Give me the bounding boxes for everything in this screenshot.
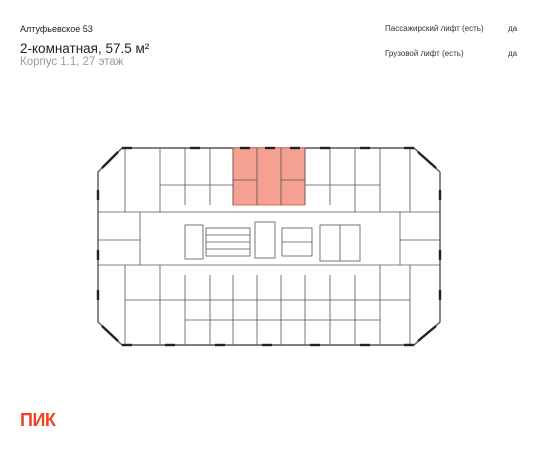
unit-subtitle: Корпус 1.1, 27 этаж [20, 56, 124, 68]
feature-label: Грузовой лифт (есть) [385, 49, 464, 58]
feature-value: да [508, 24, 518, 33]
pik-logo: ПИК [20, 410, 56, 430]
feature-freight-lift: Грузовой лифт (есть) да [385, 49, 517, 58]
feature-label: Пассажирский лифт (есть) [385, 24, 484, 33]
feature-value: да [508, 49, 518, 58]
project-name: Алтуфьевское 53 [20, 24, 93, 34]
windows [96, 146, 442, 347]
feature-passenger-lift: Пассажирский лифт (есть) да [385, 24, 517, 33]
walls [98, 148, 440, 345]
selected-apartment[interactable] [232, 147, 306, 206]
unit-title: 2-комнатная, 57.5 м² [20, 41, 150, 56]
